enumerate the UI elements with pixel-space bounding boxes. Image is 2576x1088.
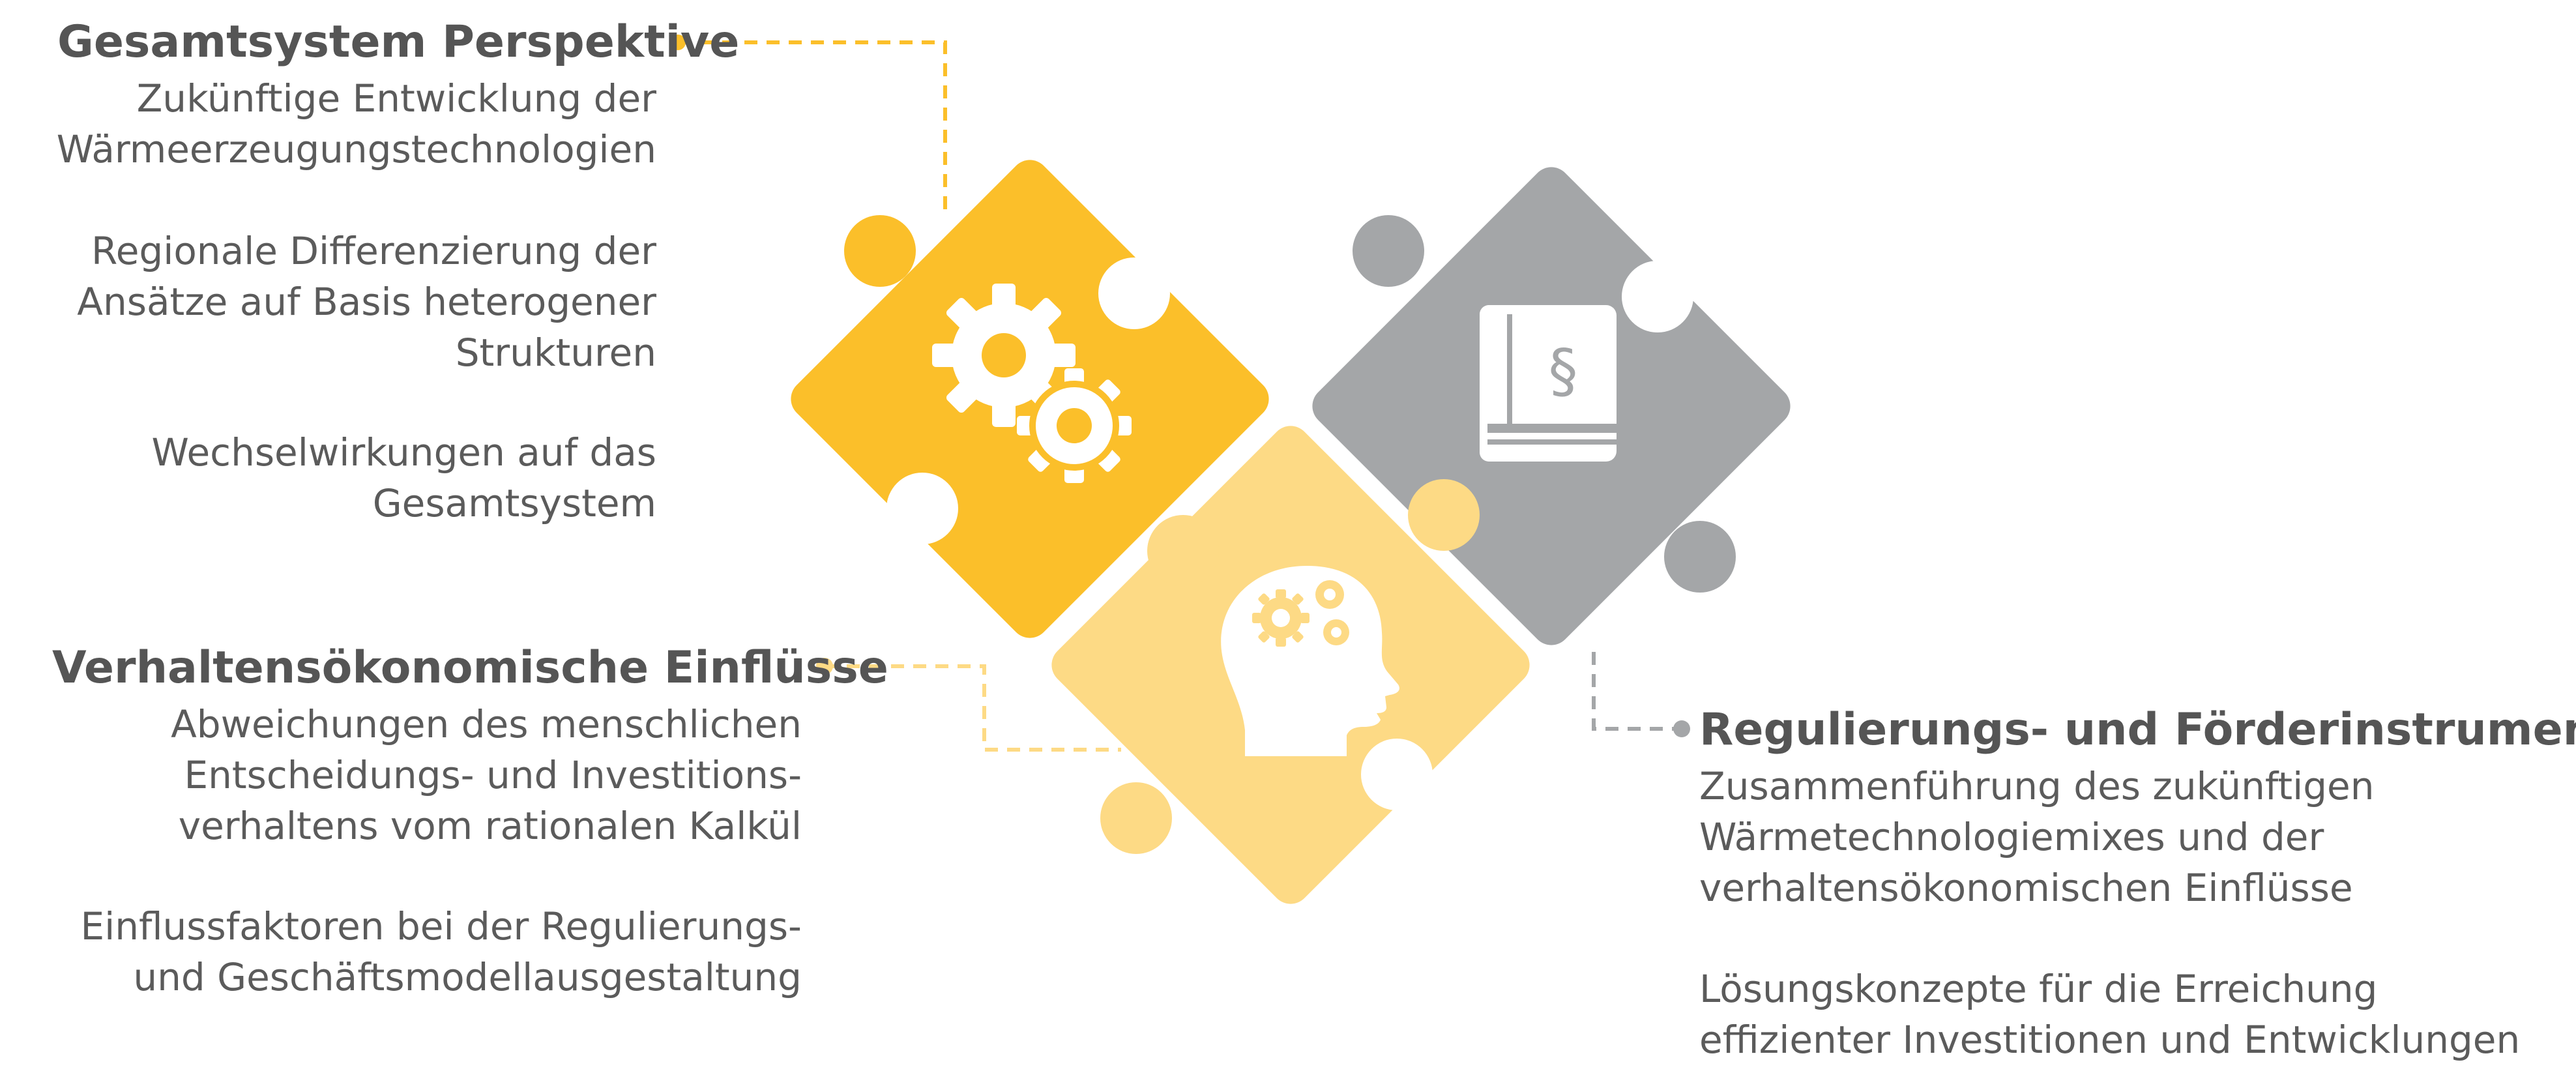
connector-dot-right <box>1673 720 1690 737</box>
connector-bottom-left <box>825 664 1121 752</box>
brain-gears-icon <box>1221 566 1399 756</box>
regulierung-point-1: Zusammenführung des zukünftigen Wärmetec… <box>1699 764 2375 910</box>
connector-top-left <box>678 40 947 215</box>
paragraph-symbol: § <box>1549 337 1578 405</box>
connector-dot-bottom-left <box>816 658 833 675</box>
verhalten-point-1: Abweichungen des menschlichen Entscheidu… <box>171 702 802 848</box>
regulierung-point-2: Lösungskonzepte für die Erreichung effiz… <box>1699 967 2521 1062</box>
gesamtsystem-point-2: Regionale Differenzierung der Ansätze au… <box>77 229 656 375</box>
gesamtsystem-point-1: Zukünftige Entwicklung der Wärmeerzeugun… <box>56 76 656 171</box>
section-title-regulierung: Regulierungs- und Förderinstrumente <box>1699 704 2576 756</box>
gears-icon <box>932 284 1132 483</box>
connector-dot-top-left <box>670 35 686 50</box>
section-title-gesamtsystem: Gesamtsystem Perspektive <box>57 16 740 68</box>
book-icon: § <box>1480 305 1617 462</box>
gesamtsystem-point-3: Wechselwirkungen auf das Gesamtsystem <box>151 430 656 525</box>
verhalten-point-2: Einflussfaktoren bei der Regulierungs- u… <box>80 904 802 999</box>
connector-right <box>1592 652 1682 731</box>
section-title-verhaltensoekonomie: Verhaltensökonomische Einflüsse <box>52 642 888 694</box>
